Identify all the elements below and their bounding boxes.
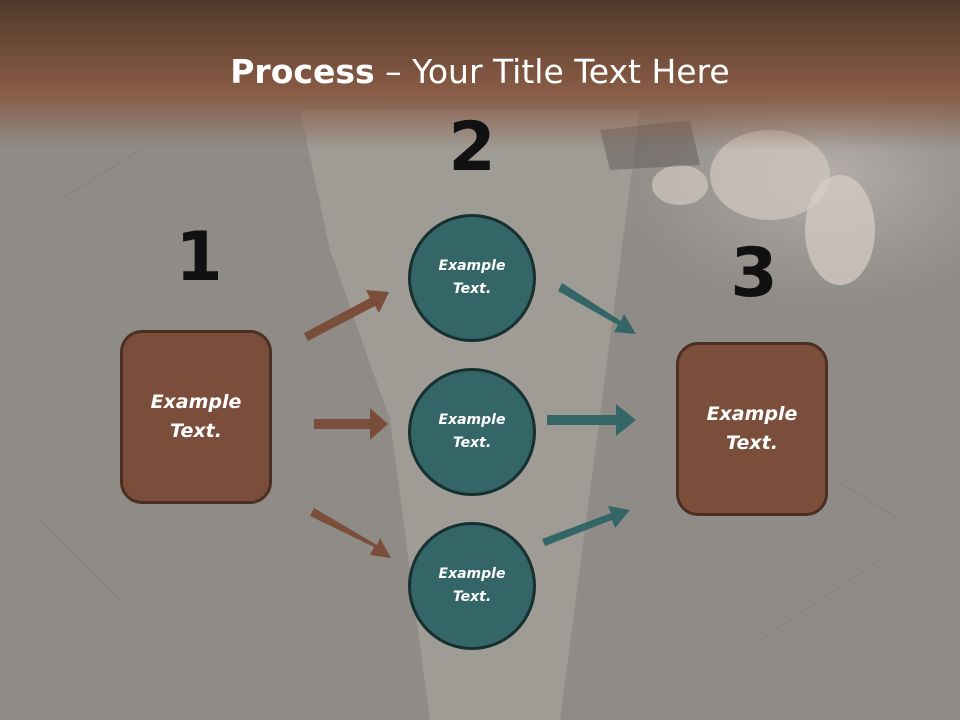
arrow-group-right	[542, 283, 636, 546]
title-bold: Process	[230, 52, 375, 91]
arrow-from-top-circle	[558, 283, 636, 334]
middle-circle-center: Example Text.	[408, 368, 536, 496]
step-number-1: 1	[175, 218, 223, 297]
figure-hand	[652, 165, 708, 205]
title-rest: – Your Title Text Here	[374, 52, 730, 91]
figure-fist	[805, 175, 875, 285]
step-number-3: 3	[730, 234, 778, 313]
step-3-text: Example Text.	[706, 403, 798, 454]
step-1-text: Example Text.	[150, 391, 242, 442]
title-bar	[0, 0, 960, 150]
arrow-from-center-circle	[547, 404, 636, 436]
arrow-to-center-circle	[314, 408, 388, 440]
step-number-2: 2	[448, 108, 496, 187]
step-3-box: Example Text.	[676, 342, 828, 516]
arrow-to-bottom-circle	[310, 508, 391, 558]
slide-title: Process – Your Title Text Here	[0, 52, 960, 91]
figure-head	[710, 130, 830, 220]
arrow-from-bottom-circle	[542, 506, 630, 546]
middle-circle-bottom: Example Text.	[408, 522, 536, 650]
middle-circle-bottom-text: Example Text.	[438, 566, 506, 605]
middle-circle-center-text: Example Text.	[438, 412, 506, 451]
arrow-group-left	[304, 290, 391, 558]
step-1-box: Example Text.	[120, 330, 272, 504]
middle-circle-top: Example Text.	[408, 214, 536, 342]
middle-circle-top-text: Example Text.	[438, 258, 506, 297]
arrow-to-top-circle	[304, 290, 389, 341]
